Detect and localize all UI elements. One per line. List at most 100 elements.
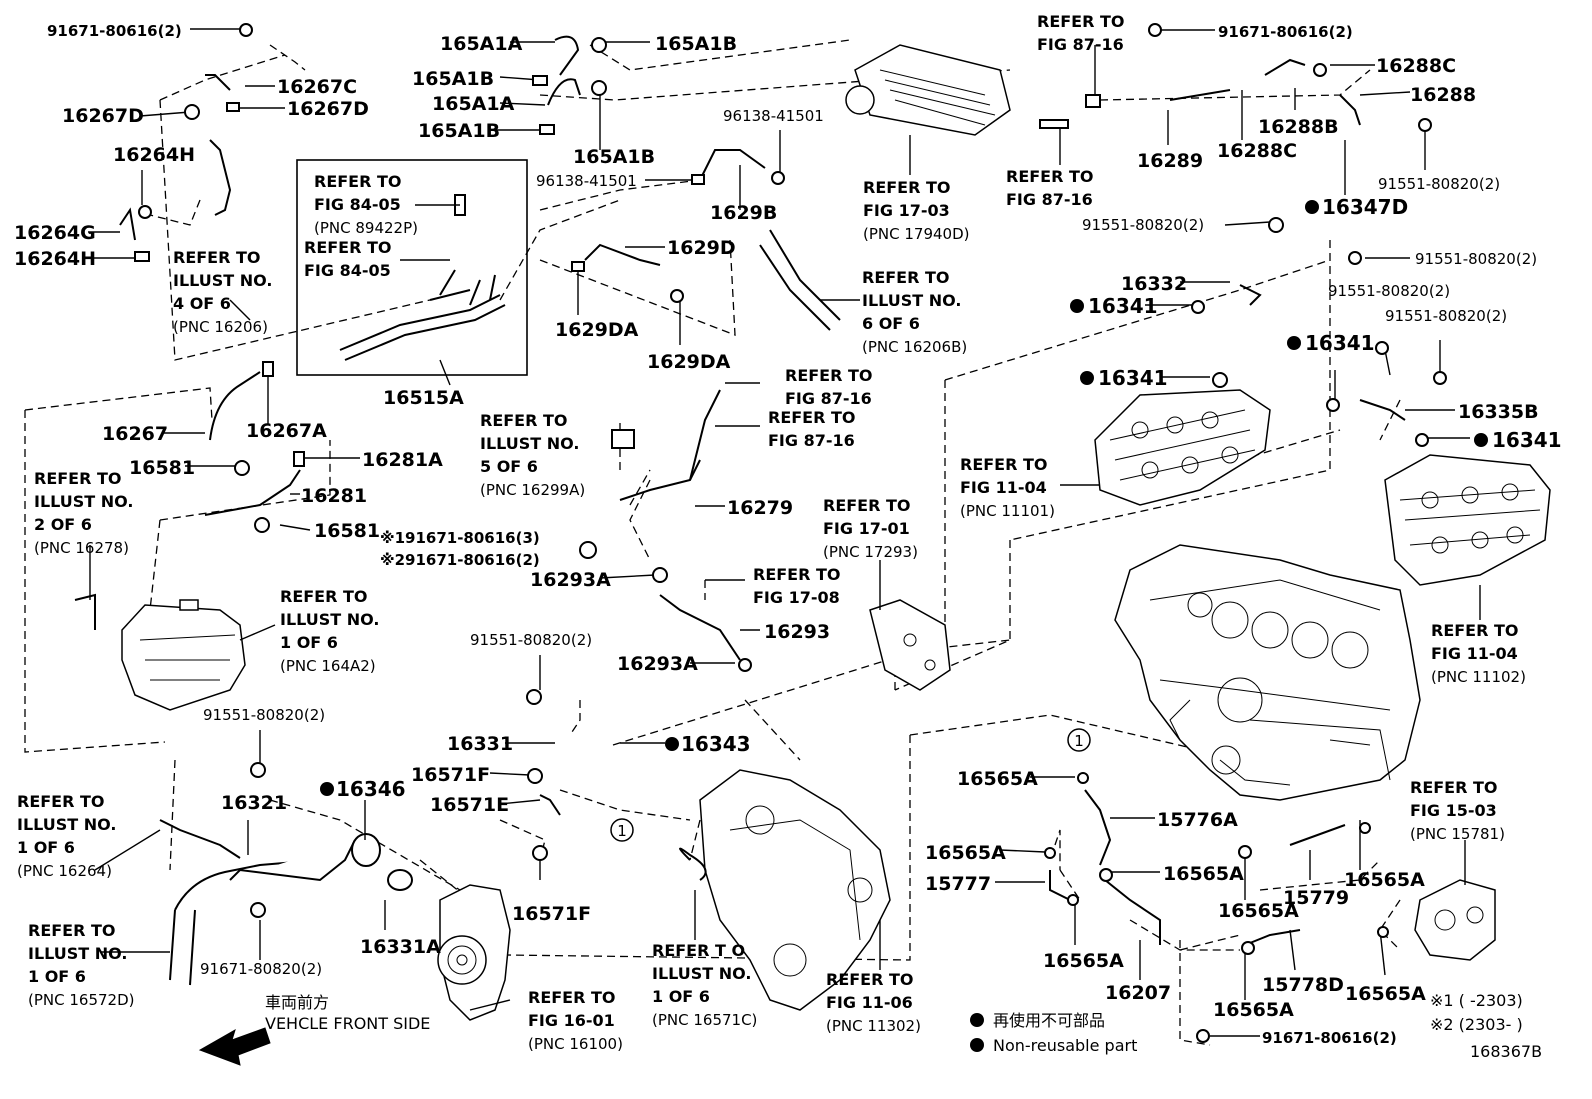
part-label: 16207 [1105,982,1171,1004]
part-label: 16331A [360,936,441,958]
refer-to-line: ILLUST NO. [173,271,273,290]
callout-1-a: 1 [617,822,627,840]
refer-to-line: REFER TO [862,268,950,287]
cylinder-head-right-illustration [1384,454,1551,586]
part-label: 165A1B [655,33,737,55]
part-label: 16293A [617,653,698,675]
refer-to-line: REFER TO [826,970,914,989]
part-label: 16288B [1258,116,1339,138]
refer-to-line: FIG 11-04 [1431,644,1518,663]
part-label: 91551-80820(2) [470,631,592,649]
note-1: ※1 ( -2303) [1430,991,1523,1010]
refer-to-block[interactable]: REFER T O ILLUST NO. 1 OF 6 (PNC 16571C) [652,941,757,1029]
part-label: 1629DA [647,351,731,373]
refer-to-line: REFER TO [528,988,616,1007]
refer-to-line: 5 OF 6 [480,457,538,476]
refer-to-line: 1 OF 6 [280,633,338,652]
part-label: 16288 [1410,84,1476,106]
refer-to-line: (PNC 16100) [528,1035,623,1053]
refer-to-block[interactable]: REFER TO ILLUST NO. 6 OF 6 (PNC 16206B) [862,268,967,356]
part-label: 16288C [1217,140,1297,162]
part-label: 16347D [1322,195,1408,219]
refer-to-line: REFER T O [652,941,745,960]
part-label: 91671-80616(2) [1262,1029,1397,1047]
part-label: 16571F [411,764,490,786]
refer-to-line: ILLUST NO. [280,610,380,629]
part-label: 16332 [1121,273,1187,295]
refer-to-line: ILLUST NO. [652,964,752,983]
part-label: 165A1B [418,120,500,142]
part-label: 16341 [1098,366,1168,390]
part-label: 16331 [447,733,513,755]
refer-to-line: (PNC 17940D) [863,225,969,243]
refer-to-line: (PNC 16571C) [652,1011,757,1029]
part-label: 16264H [14,248,96,270]
part-label: 16267C [277,76,357,98]
part-label: 16264G [14,222,96,244]
part-label: 96138-41501 [723,107,824,125]
refer-to-line: FIG 11-04 [960,478,1047,497]
water-pump-illustration [437,884,511,1021]
refer-to-line: 6 OF 6 [862,314,920,333]
part-label: 16281A [362,449,443,471]
refer-to-line: (PNC 16206B) [862,338,967,356]
refer-to-line: REFER TO [1006,167,1094,186]
part-label: 16581 [314,520,380,542]
part-label: 15779 [1283,887,1349,909]
non-reusable-dot-icons [320,200,1488,1052]
part-label: 15778D [1262,974,1344,996]
refer-to-line: (PNC 16572D) [28,991,134,1009]
part-label: 16565A [1163,863,1244,885]
part-label: 91551-80820(2) [1378,175,1500,193]
part-label: 165A1A [432,93,515,115]
legend: 再使用不可部品 Non-reusable part [993,1011,1137,1055]
refer-to-line: ILLUST NO. [28,944,128,963]
refer-to-line: FIG 15-03 [1410,801,1497,820]
refer-to-line: 4 OF 6 [173,294,231,313]
refer-to-line: 1 OF 6 [652,987,710,1006]
part-label: 15777 [925,873,991,895]
part-label: 165A1B [573,146,655,168]
refer-to-block[interactable]: REFER TO FIG 87-16 [1006,167,1094,209]
part-number-labels: 91671-80616(2) 16267C 16267D 16267D 1626… [14,22,1562,1047]
refer-to-line: 2 OF 6 [34,515,92,534]
part-label: 16565A [1345,983,1426,1005]
refer-to-line: REFER TO [785,366,873,385]
part-label: 16267A [246,420,327,442]
refer-to-line: REFER TO [768,408,856,427]
part-label: 165A1B [412,68,494,90]
part-label: 16341 [1088,294,1158,318]
refer-to-line: FIG 87-16 [1006,190,1093,209]
refer-to-line: ILLUST NO. [862,291,962,310]
refer-to-line: REFER TO [863,178,951,197]
refer-to-line: FIG 84-05 [304,261,391,280]
part-label: 16293 [764,621,830,643]
part-label: 16267 [102,423,168,445]
part-label: 16281 [301,485,367,507]
refer-to-line: REFER TO [314,172,402,191]
part-label: 91551-80820(2) [203,706,325,724]
part-label: 91551-80820(2) [1328,282,1450,300]
part-label: 16565A [1043,950,1124,972]
refer-to-line: (PNC 16264) [17,862,112,880]
